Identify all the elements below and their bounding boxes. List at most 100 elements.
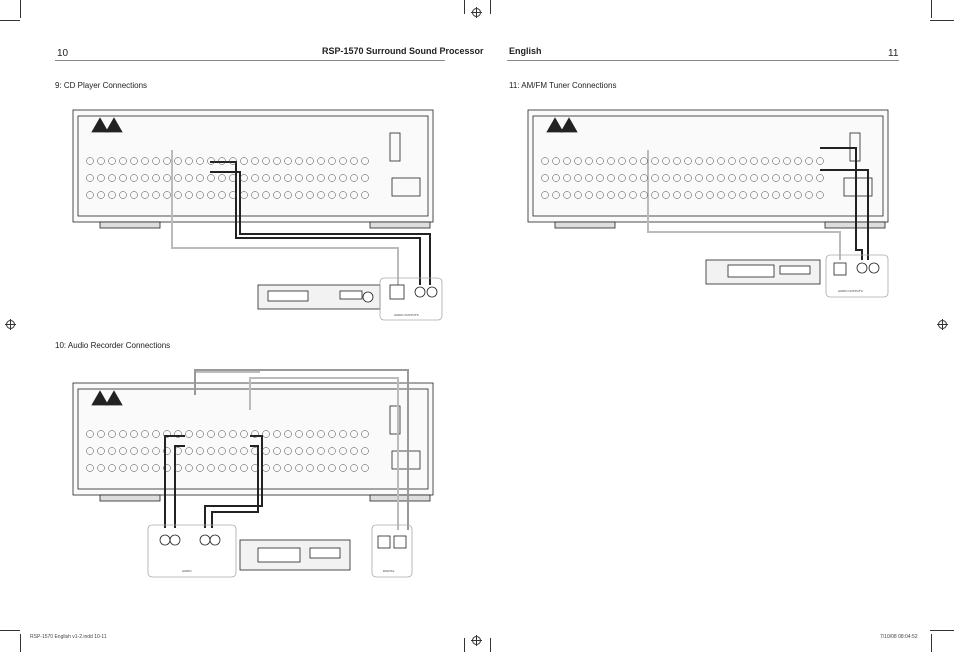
rca-jack xyxy=(108,191,116,199)
rca-jack xyxy=(141,191,149,199)
rca-jack xyxy=(317,430,325,438)
rca-jack xyxy=(306,447,314,455)
rca-jack xyxy=(295,191,303,199)
rca-jack xyxy=(86,464,94,472)
rca-jack xyxy=(339,430,347,438)
rca-jack xyxy=(284,191,292,199)
rca-jack xyxy=(717,157,725,165)
rca-jack xyxy=(306,430,314,438)
rca-jack xyxy=(174,157,182,165)
header-rule xyxy=(55,60,445,61)
rca-jack xyxy=(229,157,237,165)
rca-jack xyxy=(607,157,615,165)
section-title-recorder: 10: Audio Recorder Connections xyxy=(55,341,171,350)
rca-jack xyxy=(163,191,171,199)
crop-mark xyxy=(930,20,954,21)
rca-jack xyxy=(662,174,670,182)
rca-jack xyxy=(174,191,182,199)
rca-jack xyxy=(317,157,325,165)
rca-jack xyxy=(574,191,582,199)
rca-jack xyxy=(262,447,270,455)
rca-jack xyxy=(306,174,314,182)
rca-jack xyxy=(86,191,94,199)
crop-mark xyxy=(464,0,465,14)
rca-jack xyxy=(108,157,116,165)
rca-jack xyxy=(651,157,659,165)
registration-mark xyxy=(471,635,482,646)
rca-jack xyxy=(141,174,149,182)
rca-jack xyxy=(229,174,237,182)
rca-jack xyxy=(273,157,281,165)
rca-jack xyxy=(629,191,637,199)
rca-jack xyxy=(141,430,149,438)
rca-jack xyxy=(717,191,725,199)
rca-jack xyxy=(328,191,336,199)
crop-mark xyxy=(931,0,932,18)
rca-jack xyxy=(119,174,127,182)
rca-jack xyxy=(207,174,215,182)
rca-jack xyxy=(750,174,758,182)
rca-jack xyxy=(119,447,127,455)
rca-jack xyxy=(130,464,138,472)
recorder-digital-label: DIGITAL xyxy=(383,569,395,573)
rca-jack xyxy=(651,191,659,199)
rca-jack xyxy=(607,191,615,199)
rca-jack xyxy=(251,157,259,165)
rca-jack xyxy=(163,174,171,182)
rca-jack xyxy=(706,174,714,182)
rca-jack xyxy=(361,157,369,165)
rca-jack xyxy=(350,464,358,472)
cd-cables xyxy=(171,150,431,285)
rca-jack xyxy=(640,157,648,165)
rca-jack xyxy=(596,174,604,182)
rca-jack xyxy=(306,464,314,472)
rca-jack xyxy=(130,447,138,455)
rca-jack xyxy=(207,157,215,165)
rca-jack xyxy=(163,447,171,455)
rca-jack xyxy=(262,191,270,199)
rca-jack xyxy=(119,191,127,199)
rca-jack xyxy=(350,174,358,182)
rca-jack xyxy=(152,464,160,472)
rca-jack xyxy=(563,191,571,199)
registration-mark xyxy=(937,319,948,330)
rca-jack xyxy=(141,464,149,472)
rca-jack xyxy=(207,447,215,455)
rca-jack xyxy=(783,157,791,165)
rca-jack xyxy=(717,174,725,182)
rca-jack xyxy=(130,157,138,165)
rca-jack xyxy=(240,430,248,438)
cd-outputs-label: AUDIO OUTPUTS xyxy=(394,313,419,317)
rca-jack xyxy=(618,157,626,165)
rca-jack xyxy=(317,191,325,199)
rca-jack xyxy=(695,174,703,182)
rca-jack xyxy=(229,447,237,455)
page-header-right: English xyxy=(509,46,542,56)
rca-jack xyxy=(651,174,659,182)
rca-jack xyxy=(629,174,637,182)
section-title-cd: 9: CD Player Connections xyxy=(55,81,148,90)
footer-timestamp: 7/10/08 08:04:52 xyxy=(880,634,918,640)
rca-jack xyxy=(339,191,347,199)
page-number-left: 10 xyxy=(57,48,69,59)
rca-jack xyxy=(174,447,182,455)
rca-jack xyxy=(273,191,281,199)
rca-jack xyxy=(240,157,248,165)
rca-jack xyxy=(563,157,571,165)
rca-jack xyxy=(772,174,780,182)
rca-jack xyxy=(152,191,160,199)
rca-jack xyxy=(618,174,626,182)
rca-jack xyxy=(229,430,237,438)
rca-jack xyxy=(552,191,560,199)
rca-jack xyxy=(728,191,736,199)
rca-jack xyxy=(207,430,215,438)
rca-jack xyxy=(163,464,171,472)
rca-jack xyxy=(563,174,571,182)
rca-jack xyxy=(684,157,692,165)
rca-jack xyxy=(130,430,138,438)
rca-jack xyxy=(218,464,226,472)
rca-jack xyxy=(163,430,171,438)
rca-jack xyxy=(772,157,780,165)
